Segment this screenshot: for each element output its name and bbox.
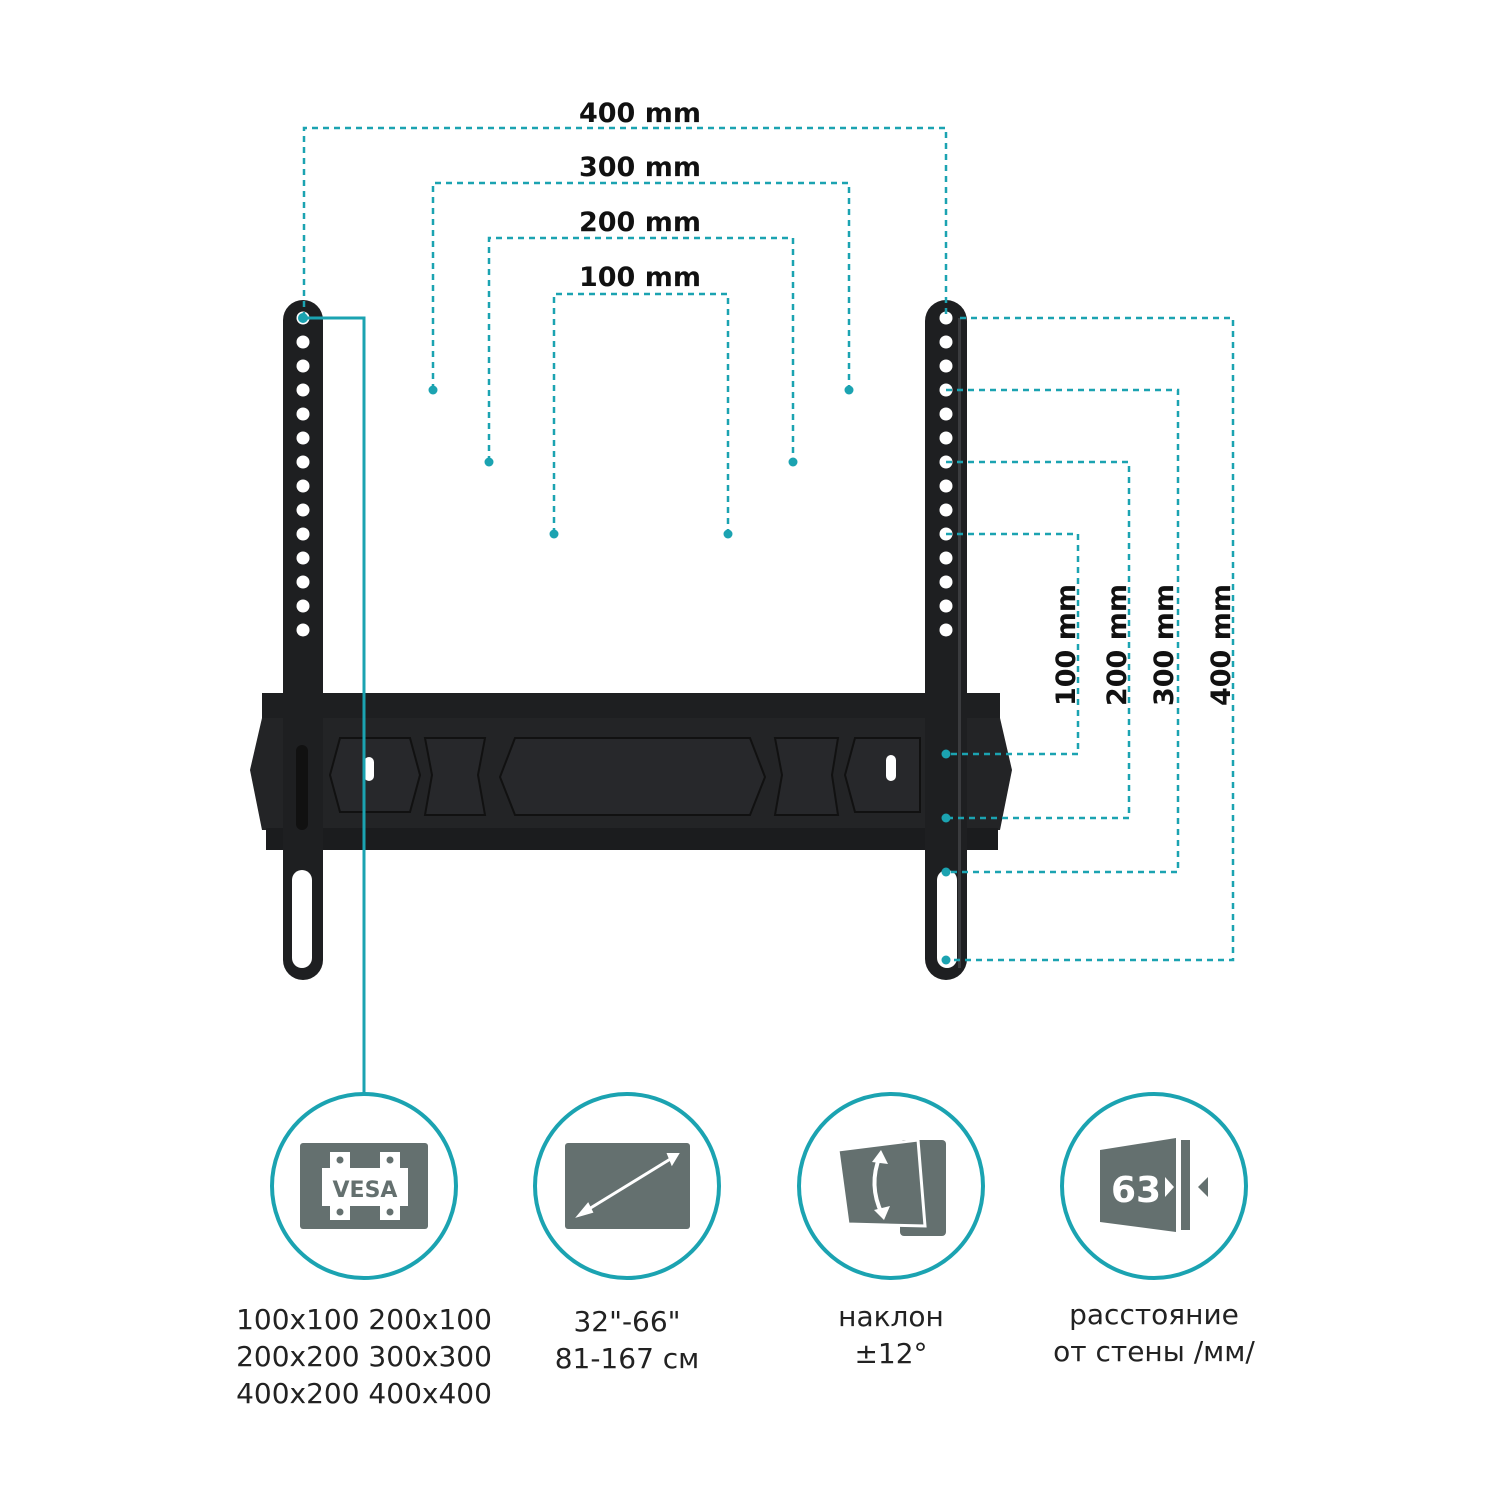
mounting-hole bbox=[939, 575, 953, 589]
caption-tilt: наклон ±12° bbox=[838, 1300, 944, 1370]
mounting-hole bbox=[939, 599, 953, 613]
caption-line: от стены /мм/ bbox=[1053, 1335, 1255, 1368]
vertical-dimensions: 100 mm 200 mm 300 mm 400 mm bbox=[941, 316, 1237, 965]
left-upright bbox=[283, 300, 323, 980]
mounting-hole bbox=[296, 455, 310, 469]
mounting-hole bbox=[296, 383, 310, 397]
dim-300-label: 300 mm bbox=[579, 152, 701, 183]
feature-diagonal bbox=[533, 1092, 721, 1280]
screen-diagonal-icon bbox=[565, 1143, 690, 1229]
caption-line: 400x200 400x400 bbox=[236, 1377, 492, 1410]
mounting-hole bbox=[939, 431, 953, 445]
wall-distance-icon-text: 63 bbox=[1111, 1170, 1161, 1211]
mounting-slot-right bbox=[886, 755, 896, 781]
caption-line: 200x200 300x300 bbox=[236, 1340, 492, 1373]
caption-line: 100x100 200x100 bbox=[236, 1303, 492, 1336]
vdim-100-label: 100 mm bbox=[1051, 584, 1082, 706]
right-upright bbox=[925, 300, 967, 980]
mounting-hole bbox=[939, 407, 953, 421]
caption-line: 81-167 см bbox=[555, 1342, 700, 1375]
mounting-hole bbox=[939, 479, 953, 493]
mounting-hole bbox=[296, 599, 310, 613]
vdim-300-label: 300 mm bbox=[1149, 584, 1180, 706]
caption-line: расстояние bbox=[1069, 1298, 1239, 1331]
tilt-icon bbox=[836, 1138, 946, 1236]
mounting-hole bbox=[296, 503, 310, 517]
vdim-200-label: 200 mm bbox=[1102, 584, 1133, 706]
upright-holes bbox=[296, 311, 953, 637]
vesa-icon: VESA bbox=[300, 1143, 428, 1229]
mounting-slot-left bbox=[364, 757, 374, 781]
feature-tilt bbox=[797, 1092, 985, 1280]
caption-wall-distance: расстояние от стены /мм/ bbox=[1053, 1298, 1255, 1368]
feature-wall-distance: 63 bbox=[1060, 1092, 1248, 1280]
wall-distance-icon: 63 bbox=[1100, 1138, 1208, 1232]
mounting-hole bbox=[296, 407, 310, 421]
caption-vesa: 100x100 200x100 200x200 300x300 400x200 … bbox=[236, 1303, 492, 1410]
horizontal-dimensions: 400 mm 300 mm 200 mm 100 mm bbox=[302, 98, 948, 539]
mounting-hole bbox=[939, 623, 953, 637]
caption-line: наклон bbox=[838, 1300, 944, 1333]
mounting-hole bbox=[939, 359, 953, 373]
mounting-hole bbox=[296, 335, 310, 349]
vdim-400-label: 400 mm bbox=[1206, 584, 1237, 706]
mounting-hole bbox=[296, 527, 310, 541]
mounting-hole bbox=[296, 575, 310, 589]
mounting-hole bbox=[296, 479, 310, 493]
caption-line: ±12° bbox=[854, 1337, 927, 1370]
caption-diagonal: 32"-66" 81-167 см bbox=[555, 1305, 700, 1375]
callout-leader-line bbox=[303, 316, 366, 1094]
mounting-hole bbox=[939, 335, 953, 349]
caption-line: 32"-66" bbox=[573, 1305, 680, 1338]
dim-100-label: 100 mm bbox=[579, 262, 701, 293]
dim-400-label: 400 mm bbox=[579, 98, 701, 129]
feature-vesa: VESA bbox=[270, 1092, 458, 1280]
vesa-icon-text: VESA bbox=[333, 1178, 398, 1203]
dim-200-label: 200 mm bbox=[579, 207, 701, 238]
mounting-hole bbox=[939, 311, 953, 325]
mounting-hole bbox=[296, 551, 310, 565]
mounting-hole bbox=[296, 431, 310, 445]
mounting-hole bbox=[296, 359, 310, 373]
mounting-hole bbox=[296, 623, 310, 637]
mounting-hole bbox=[939, 503, 953, 517]
wall-plate bbox=[250, 693, 1012, 850]
mounting-hole bbox=[939, 551, 953, 565]
